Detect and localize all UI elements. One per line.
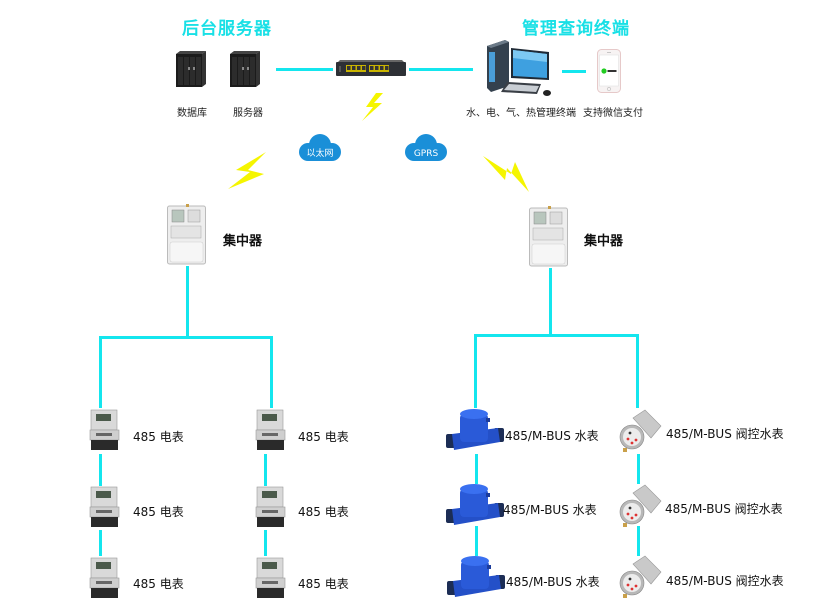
mobile-phone-icon [597,49,621,93]
water-meter-label: 485/M-BUS 水表 [503,503,597,517]
computer-terminal-icon [487,40,551,96]
left-branch-b [270,336,273,408]
chain-w2-b [637,526,640,556]
valve-water-meter-icon [619,484,662,527]
water-meter-icon [446,484,504,525]
water-meter-icon [447,556,505,597]
management-title: 管理查询终端 [522,19,630,39]
database-icon [176,51,206,87]
electric-meter-label: 485 电表 [298,577,349,591]
chain-w1-a [475,454,478,484]
right-branch-b [636,334,639,408]
chain-e2-b [264,530,267,556]
valve-water-meter-icon [619,555,662,598]
electric-meter-icon [255,409,286,450]
concentrator-icon-right [529,206,568,267]
left-branch-a [99,336,102,408]
right-branch-a [474,334,477,408]
network-switch-icon [336,60,406,76]
concentrator-label-left: 集中器 [223,234,263,249]
server-label: 服务器 [233,108,263,119]
left-trunk-line [186,266,189,338]
electric-meter-label: 485 电表 [133,505,184,519]
server-switch-link [276,68,333,71]
ethernet-label: 以太网 [306,147,333,159]
valve-water-meter-label: 485/M-BUS 阀控水表 [666,574,784,588]
electric-meter-icon [255,557,286,598]
valve-water-meter-icon [619,409,662,452]
water-meter-label: 485/M-BUS 水表 [505,429,599,443]
lightning-icon-left [228,152,266,189]
lightning-icon-top [362,93,383,121]
chain-w1-b [475,526,478,556]
water-meter-label: 485/M-BUS 水表 [506,575,600,589]
switch-terminal-link [409,68,473,71]
terminal-phone-link [562,70,586,73]
valve-water-meter-label: 485/M-BUS 阀控水表 [666,427,784,441]
valve-water-meter-label: 485/M-BUS 阀控水表 [665,502,783,516]
electric-meter-icon [89,409,120,450]
electric-meter-label: 485 电表 [298,505,349,519]
electric-meter-label: 485 电表 [298,430,349,444]
phone-label: 支持微信支付 [583,108,643,119]
gprs-cloud: GPRS [405,134,447,161]
right-trunk-line [549,268,552,336]
chain-e1-a [99,454,102,486]
server-icon [230,51,260,87]
left-bus-line [99,336,273,339]
chain-e2-a [264,454,267,486]
ethernet-cloud: 以太网 [299,134,341,161]
concentrator-label-right: 集中器 [584,234,624,249]
concentrator-icon-left [167,204,206,265]
electric-meter-label: 485 电表 [133,577,184,591]
backend-title: 后台服务器 [182,19,272,39]
right-bus-line [474,334,639,337]
chain-w2-a [637,454,640,484]
electric-meter-label: 485 电表 [133,430,184,444]
database-label: 数据库 [177,108,207,119]
electric-meter-icon [89,557,120,598]
terminal-label: 水、电、气、热管理终端 [466,108,576,119]
electric-meter-icon [255,486,286,527]
electric-meter-icon [89,486,120,527]
water-meter-icon [446,409,504,450]
lightning-icon-right [483,156,529,192]
chain-e1-b [99,530,102,556]
gprs-label: GPRS [414,149,439,159]
